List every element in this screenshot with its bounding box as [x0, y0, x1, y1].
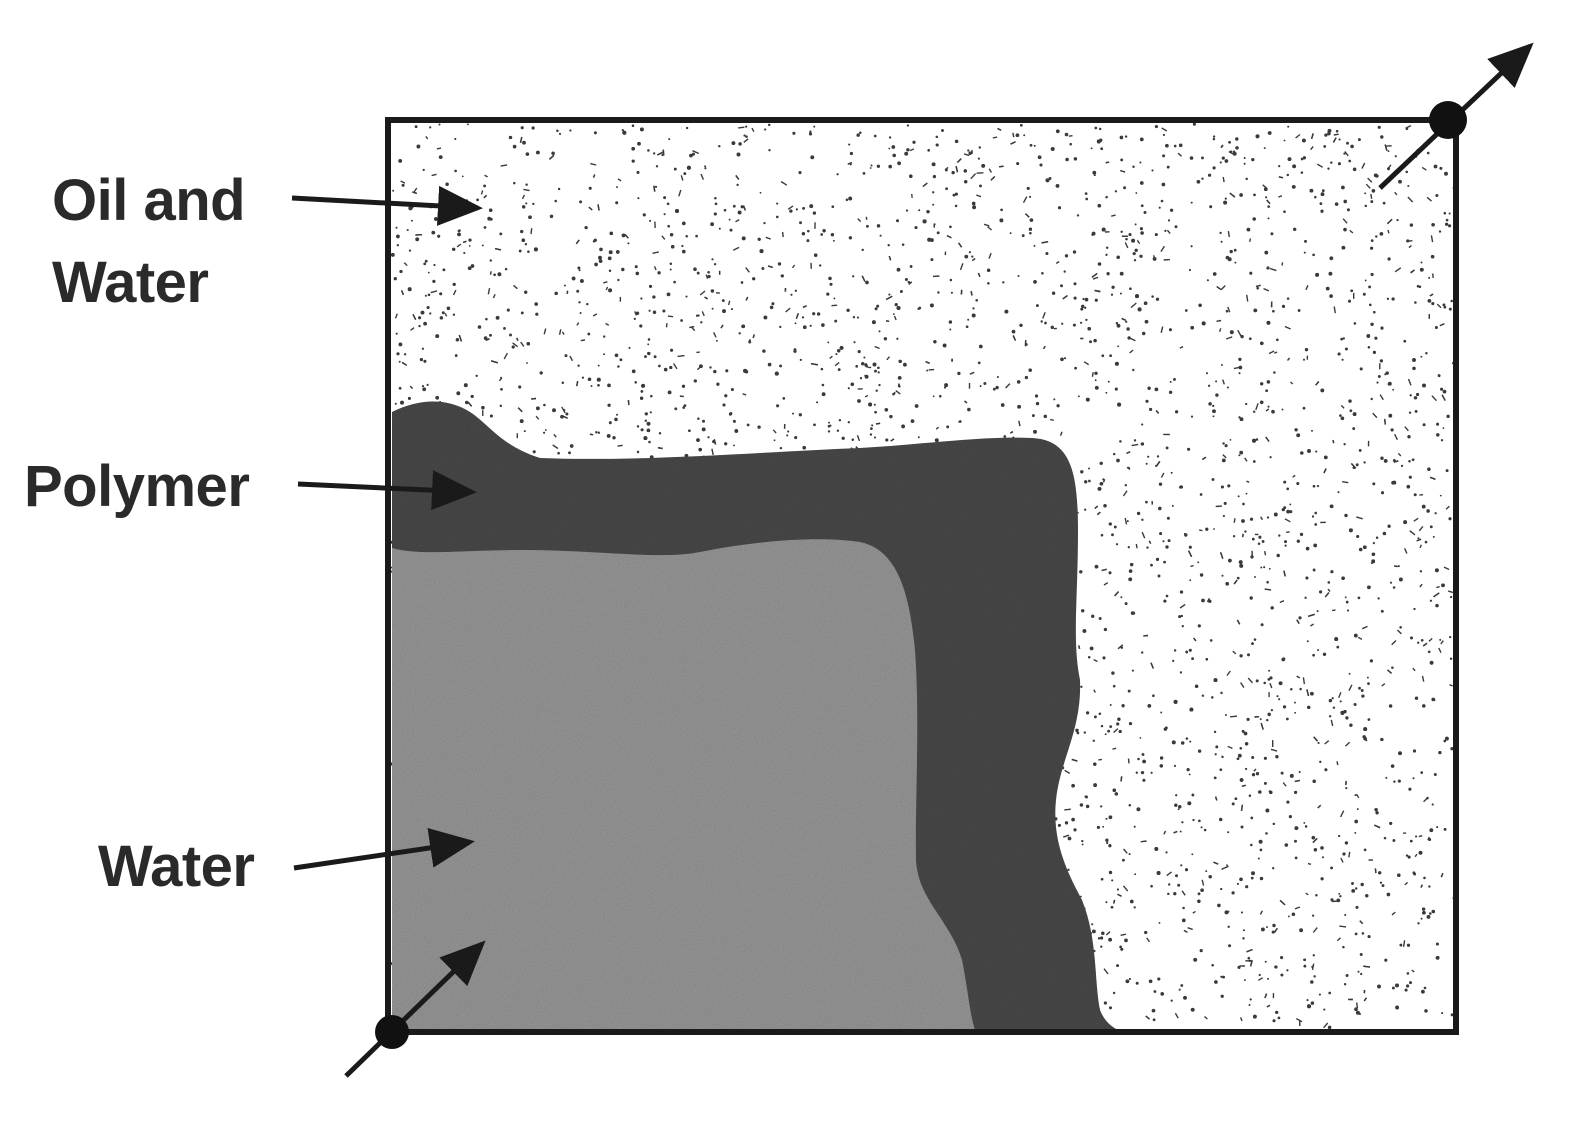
- oil-and-water-arrow: [291, 185, 483, 226]
- production-well-marker: [1429, 101, 1467, 139]
- water-arrow: [293, 828, 475, 871]
- label-water: Water: [98, 834, 255, 899]
- injection-flow-arrow: [344, 940, 486, 1078]
- injection-well-marker: [375, 1015, 409, 1049]
- label-oil-and-water-line2: Water: [52, 250, 209, 315]
- label-polymer: Polymer: [24, 454, 250, 519]
- reservoir-outline: [385, 117, 1459, 1035]
- label-oil-and-water: Oil and Water: [52, 160, 246, 324]
- polymer-arrow: [297, 470, 477, 511]
- water-grain: [392, 539, 975, 1030]
- label-oil-and-water-line1: Oil and: [52, 168, 246, 233]
